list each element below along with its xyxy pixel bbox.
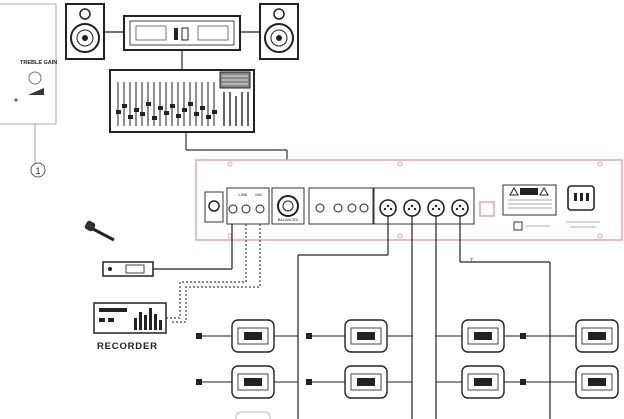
din-connector-icon [379, 199, 469, 217]
callout-number: 1 [35, 166, 40, 176]
delegate-unit [436, 319, 550, 353]
mic-jack-icon [255, 204, 265, 214]
amplifier-icon [174, 28, 178, 40]
delegate-unit [550, 365, 619, 399]
speaker-icon [79, 8, 91, 20]
delegate-unit [196, 365, 298, 399]
recorder-meter-icon [134, 308, 162, 330]
line-out-jack-icon [241, 204, 251, 214]
recorder-cables [166, 224, 261, 323]
treble-knob-icon [28, 71, 42, 85]
main-unit-rear-panel: LINE MIC BALANCED [195, 159, 623, 241]
callout-circle [30, 162, 46, 178]
line-label: LINE [239, 192, 248, 197]
recorder-label: RECORDER [97, 341, 158, 352]
speaker-right [259, 3, 299, 60]
mixer [109, 69, 255, 133]
wireless-microphone [84, 220, 233, 277]
delegate-unit [306, 319, 412, 353]
speaker-cables [104, 31, 260, 70]
microphone-icon [92, 227, 115, 242]
delegate-units [196, 319, 619, 419]
recorder: RECORDER [93, 302, 167, 352]
balanced-label: BALANCED [278, 218, 299, 222]
warning-icon [509, 186, 519, 196]
line-jack-icon [228, 204, 238, 214]
treble-slider-icon [28, 88, 44, 95]
mic-label: MIC [255, 192, 262, 197]
delegate-unit [196, 319, 298, 353]
delegate-bus [297, 216, 551, 419]
unit-count-label: 7 [470, 258, 473, 264]
delegate-unit [550, 319, 619, 353]
treble-gain-label: TREBLE GAIN [20, 60, 57, 66]
treble-gain-device: TREBLE GAIN 1 [0, 3, 57, 178]
delegate-unit [436, 365, 550, 399]
delegate-unit [306, 365, 412, 399]
volume-knob-icon [208, 200, 220, 212]
speaker-icon [273, 8, 285, 20]
amplifier [123, 15, 241, 51]
speaker-left [65, 3, 105, 60]
